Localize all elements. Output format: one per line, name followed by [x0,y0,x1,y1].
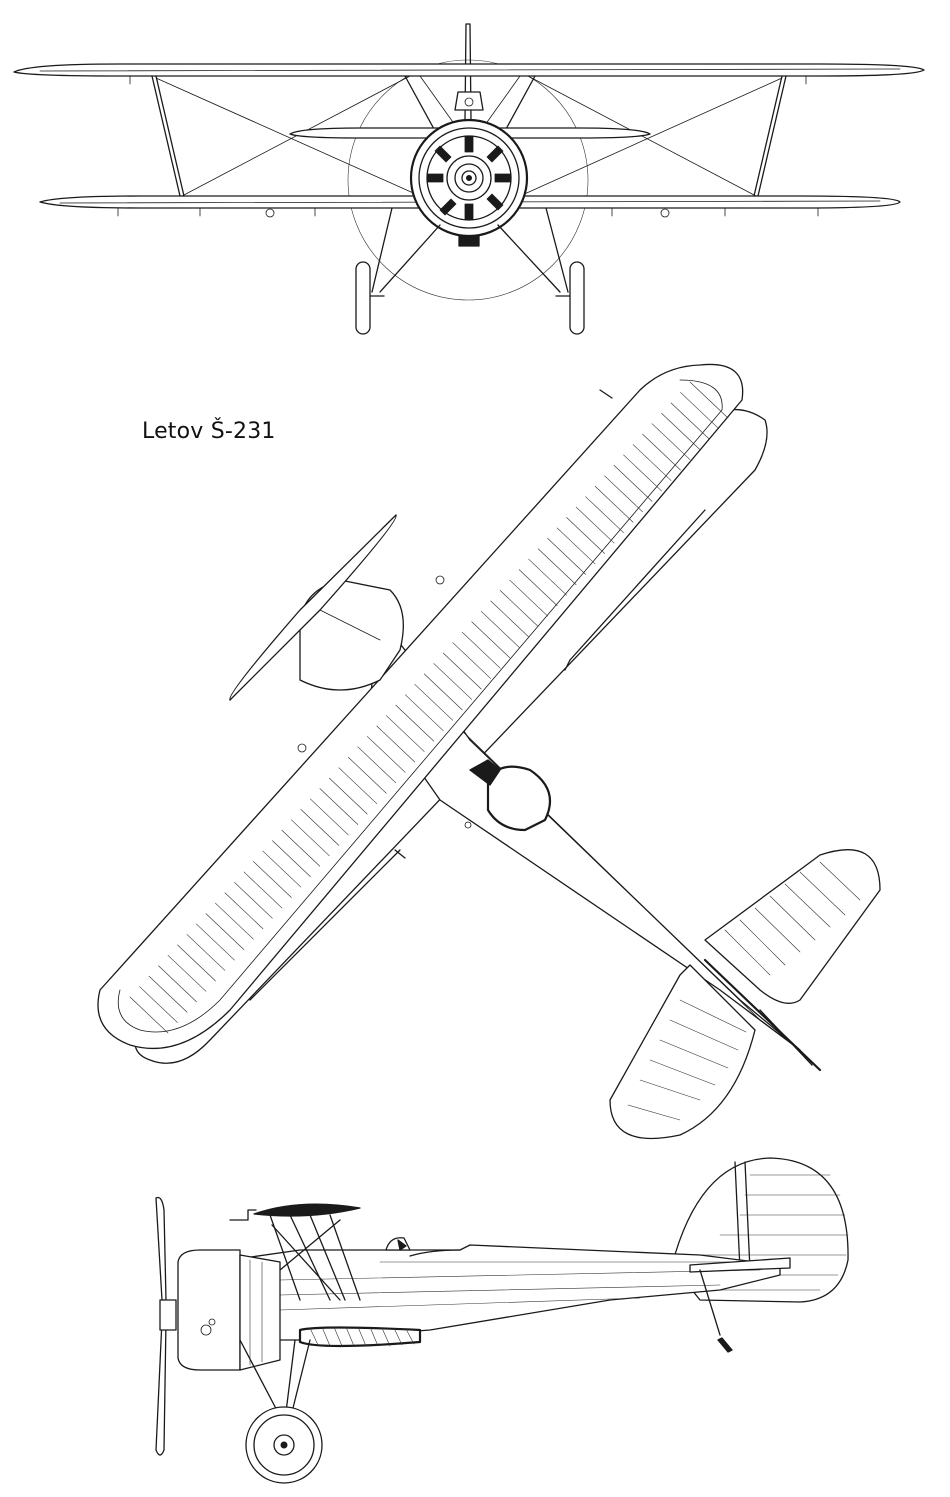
drawing-title: Letov Š-231 [142,419,276,444]
side-view [155,1157,849,1484]
engine-cylinders [426,135,512,221]
lower-wing-hatch [309,1326,415,1347]
tail-ribs [627,861,861,1121]
plan-view [97,363,881,1139]
wing-ribs [129,381,729,1034]
front-view [13,23,925,335]
